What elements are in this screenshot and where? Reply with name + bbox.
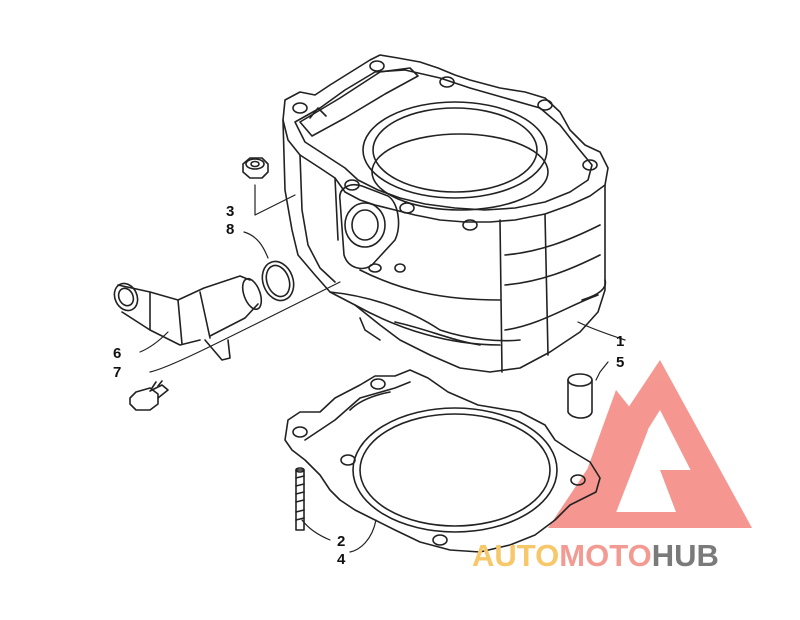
callout-5: 5 — [616, 354, 625, 371]
callout-2: 2 — [337, 533, 346, 550]
watermark-logo-icon — [548, 360, 752, 528]
callout-1: 1 — [616, 333, 625, 350]
callout-3: 3 — [226, 203, 235, 220]
bolt — [129, 380, 169, 411]
watermark-part-auto: AUTO — [472, 538, 560, 573]
dowel-pin — [567, 373, 593, 419]
callout-8: 8 — [226, 221, 235, 238]
callout-7: 7 — [113, 364, 122, 381]
watermark-part-moto: MOTO — [559, 538, 652, 573]
callout-6: 6 — [113, 345, 122, 362]
hex-nut — [242, 157, 269, 179]
leader-lines — [139, 184, 626, 553]
coolant-elbow — [113, 275, 263, 361]
o-ring — [261, 260, 295, 302]
base-gasket — [284, 369, 601, 553]
cylinder-block — [282, 54, 609, 373]
callout-4: 4 — [337, 551, 346, 568]
watermark-wordmark: AUTOMOTOHUB — [472, 538, 719, 574]
watermark-part-hub: HUB — [651, 538, 719, 573]
stud — [295, 467, 305, 531]
